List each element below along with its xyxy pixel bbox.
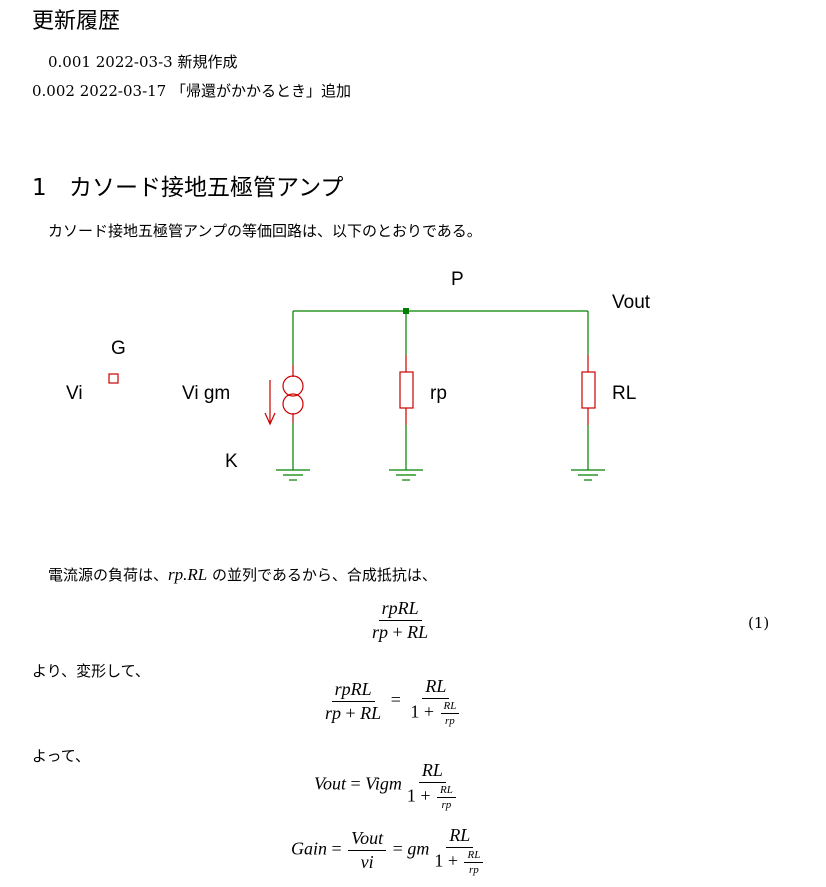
ground-symbols	[276, 469, 605, 481]
current-source-circle-lower	[282, 393, 304, 415]
eq2-numerator: rpRL	[334, 679, 372, 699]
eq3-small-fraction: RL rp	[437, 784, 456, 811]
equivalent-circuit-diagram: P Vout G Vi Vi gm rp RL K	[66, 269, 651, 481]
label-vout: Vout	[612, 292, 651, 313]
eq4-small-den: rp	[469, 864, 479, 876]
intro-paragraph: カソード接地五極管アンプの等価回路は、以下のとおりである。	[48, 222, 482, 240]
load-text-math: rp.RL	[168, 565, 208, 584]
eq3-mid: Vigm	[365, 773, 402, 794]
eq3-numerator: RL	[421, 760, 443, 780]
eq1-den-a: rp	[372, 622, 389, 642]
eq3-fraction: RL 1 + RL rp	[404, 760, 461, 811]
eq3-small-num: RL	[440, 784, 453, 796]
label-p: P	[451, 269, 464, 290]
label-rl: RL	[612, 383, 636, 404]
current-direction-arrow-head	[264, 412, 276, 426]
eq4-fraction: RL 1 + RL rp	[431, 825, 488, 876]
eq2-small-den: rp	[445, 715, 455, 727]
label-vi: Vi	[66, 383, 83, 404]
label-k: K	[225, 451, 238, 472]
wires	[292, 310, 589, 470]
eq4-f-den: vi	[360, 852, 374, 872]
eq4-gain-fraction: Vout vi	[348, 828, 387, 873]
eq4-f-num: Vout	[351, 828, 384, 848]
current-source-circle-upper	[282, 375, 304, 397]
revision-note: 新規作成	[177, 53, 238, 71]
revision-version: 0.002	[32, 82, 75, 100]
eq3-lhs: Vout	[314, 773, 347, 794]
equation-3: Vout = Vigm RL 1 + RL rp	[314, 760, 463, 811]
revision-entry: 0.002 2022-03-17 「帰還がかかるとき」追加	[32, 80, 351, 101]
equation-1: rpRL rp + RL	[367, 598, 433, 643]
eq2-rhs-fraction: RL 1 + RL rp	[407, 676, 464, 727]
load-text-pre: 電流源の負荷は、	[48, 566, 169, 584]
node-p-dot	[403, 308, 409, 314]
load-text-post: の並列であるから、合成抵抗は、	[207, 566, 437, 584]
transition-text: よって、	[32, 747, 91, 765]
equation-2: rpRL rp + RL = RL 1 + RL rp	[320, 676, 466, 727]
grid-terminal-g	[108, 373, 119, 384]
eq2-rhs-one: 1	[410, 701, 420, 722]
transition-text: より、変形して、	[32, 662, 150, 680]
label-vigm: Vi gm	[182, 383, 230, 404]
eq4-small-fraction: RL rp	[464, 849, 484, 876]
equation-number: (1)	[748, 614, 770, 632]
revision-version: 0.001	[48, 53, 91, 71]
label-rp: rp	[430, 383, 447, 404]
eq2-small-num: RL	[443, 700, 457, 712]
resistor-rp	[399, 371, 414, 409]
eq2-lhs-fraction: rpRL rp + RL	[325, 679, 382, 723]
section-title: カソード接地五極管アンプ	[69, 175, 344, 201]
resistor-rl	[581, 371, 596, 409]
revision-date: 2022-03-17	[79, 82, 167, 100]
revision-entry: 0.001 2022-03-3 新規作成	[48, 51, 237, 72]
eq4-one: 1	[434, 850, 444, 871]
eq2-rhs-small-fraction: RL rp	[440, 700, 460, 727]
eq2-rhs-numerator: RL	[425, 676, 447, 696]
section-heading: 1 カソード接地五極管アンプ	[32, 168, 343, 202]
revision-history-heading: 更新履歴	[32, 9, 121, 34]
eq2-den-b: RL	[360, 703, 382, 723]
eq4-small-num: RL	[467, 849, 481, 861]
eq4-numerator: RL	[449, 825, 471, 845]
eq3-small-den: rp	[441, 799, 452, 811]
eq3-one: 1	[406, 785, 416, 806]
label-g: G	[111, 338, 126, 359]
equation-4: Gain = Vout vi = gm RL 1 + RL rp	[291, 825, 490, 876]
revision-note: 「帰還がかかるとき」追加	[171, 82, 352, 100]
section-number: 1	[32, 175, 47, 201]
eq2-den-a: rp	[325, 703, 342, 723]
eq4-lhs: Gain	[291, 838, 327, 859]
eq4-mid: gm	[407, 838, 430, 859]
load-paragraph: 電流源の負荷は、rp.RL の並列であるから、合成抵抗は、	[48, 564, 437, 585]
eq1-den-b: RL	[407, 622, 429, 642]
revision-date: 2022-03-3	[95, 53, 173, 71]
eq1-fraction: rpRL rp + RL	[372, 598, 429, 642]
eq1-numerator: rpRL	[381, 598, 419, 618]
